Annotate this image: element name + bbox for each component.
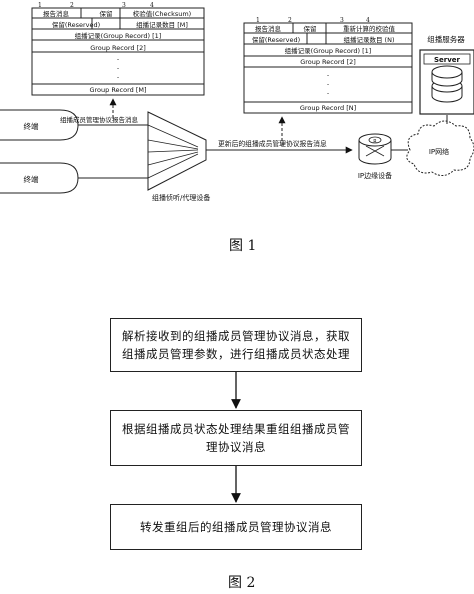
flow-step-2: 根据组播成员状态处理结果重组组播成员管理协议消息 (110, 410, 362, 466)
bit-number: 1 (256, 17, 260, 24)
left-packet: 1 2 3 4 报告消息 保留 校验值(Checksum) 保留(Reserve… (31, 2, 205, 96)
record-dot: . (327, 78, 330, 87)
terminal-1: 终端 (0, 109, 79, 141)
ip-network-cloud (406, 120, 474, 176)
cell-text: 校验值(Checksum) (133, 9, 191, 18)
cell-text: 组播记录数目 [M] (136, 20, 188, 29)
server-title: 组播服务器 (427, 34, 465, 44)
record-dot: . (327, 87, 330, 96)
bit-number: 3 (122, 2, 126, 9)
bit-number: 1 (38, 2, 42, 9)
cell-text: 报告消息 (255, 24, 282, 33)
record-text: 组播记录(Group Record) [1] (75, 31, 162, 40)
record-dot: . (117, 53, 120, 62)
bit-number: 4 (366, 17, 370, 24)
record-text: 组播记录(Group Record) [1] (285, 46, 372, 55)
server-icon: Server (419, 49, 474, 115)
cell-text: 组播记录数目 (N) (343, 35, 394, 44)
cell-text: 重新计算的校验值 (343, 24, 396, 33)
router-symbol: R (373, 139, 377, 145)
record-dot: . (117, 71, 120, 80)
right-packet: 1 2 3 4 报告消息 保留 重新计算的校验值 保留(Reserved) 组播… (243, 17, 413, 114)
bit-number: 2 (70, 2, 74, 9)
edge-device-label: IP边缘设备 (358, 171, 392, 180)
ip-network-label: IP网络 (429, 147, 449, 156)
record-dot: . (327, 69, 330, 78)
record-text: Group Record [N] (300, 104, 356, 112)
bit-number: 2 (288, 17, 292, 24)
flow-step-3: 转发重组后的组播成员管理协议消息 (110, 504, 362, 550)
report-msg-label: 组播成员管理协议报告消息 (60, 115, 139, 124)
snooping-device (147, 111, 207, 191)
record-dot: . (117, 62, 120, 71)
bit-number: 4 (150, 2, 154, 9)
record-text: Group Record [2] (90, 44, 146, 52)
snooping-device-label: 组播侦听/代理设备 (152, 193, 210, 202)
edge-router-icon: R (358, 133, 392, 165)
record-text: Group Record [M] (89, 86, 146, 94)
record-text: Group Record [2] (300, 58, 356, 66)
terminal-2: 终端 (0, 162, 79, 194)
cell-text: 保留 (304, 24, 317, 33)
cell-text: 保留(Reserved) (52, 20, 100, 29)
figure1-caption: 图 1 (229, 238, 257, 254)
figure2-caption: 图 2 (228, 575, 256, 591)
flow-step-1: 解析接收到的组播成员管理协议消息，获取组播成员管理参数，进行组播成员状态处理 (110, 318, 362, 372)
terminal-1-label: 终端 (24, 121, 39, 131)
cell-text: 报告消息 (43, 9, 70, 18)
cell-text: 保留 (100, 9, 113, 18)
bit-number: 3 (340, 17, 344, 24)
updated-msg-label: 更新后的组播成员管理协议报告消息 (218, 139, 327, 148)
cell-text: 保留(Reserved) (252, 35, 300, 44)
terminal-2-label: 终端 (24, 174, 39, 184)
server-label: Server (434, 56, 461, 64)
